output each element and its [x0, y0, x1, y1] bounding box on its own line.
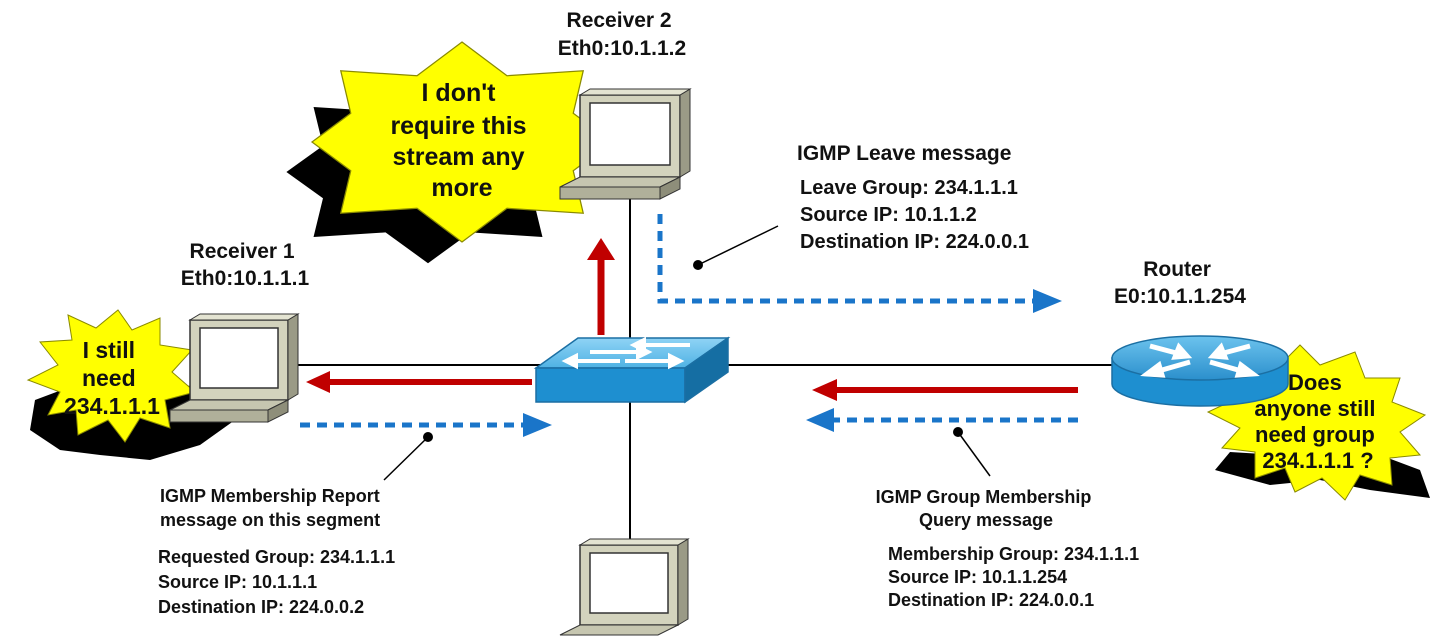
svg-text:Requested Group: 234.1.1.1: Requested Group: 234.1.1.1 Source IP: 10… — [158, 547, 400, 617]
receiver1-label: Receiver 1 Eth0:10.1.1.1 — [181, 240, 310, 290]
receiver2-bubble-line-4: more — [431, 174, 492, 202]
svg-text:Receiver 2 Eth0:10.1.1.2: Receiver 2 Eth0:10.1.1.2 — [558, 9, 686, 60]
leave-message-arrow — [657, 214, 1035, 304]
router-label: Router E0:10.1.1.254 — [1114, 258, 1246, 308]
leave-line-3: Destination IP: 224.0.0.1 — [800, 231, 1029, 253]
receiver1-bubble-line-2: need — [82, 365, 136, 391]
leave-title: IGMP Leave message — [797, 142, 1011, 165]
router-bubble-line-3: need group — [1255, 422, 1375, 447]
svg-text:Membership Group: 234.1.1.1: Membership Group: 234.1.1.1 Source IP: 1… — [888, 544, 1144, 610]
router-icon — [1111, 335, 1289, 407]
receiver2-name: Receiver 2 — [567, 9, 672, 32]
svg-text:IGMP Membership Report m: IGMP Membership Report message on this s… — [160, 486, 385, 530]
query-line-1: Membership Group: 234.1.1.1 — [888, 544, 1139, 564]
report-line-3: Destination IP: 224.0.0.2 — [158, 597, 364, 617]
leave-line-2: Source IP: 10.1.1.2 — [800, 204, 977, 226]
report-title-2: message on this segment — [160, 510, 380, 530]
svg-text:Receiver 1 Eth0:10.1.1.1: Receiver 1 Eth0:10.1.1.1 — [181, 240, 310, 290]
router-address: E0:10.1.1.254 — [1114, 285, 1246, 308]
svg-text:Does anyone still: Does anyone still need group 234.1.1.1 ? — [1254, 370, 1381, 473]
receiver2-speech-bubble: I don't require this stream any more — [286, 41, 614, 264]
svg-text:Leave Group: 234.1.1.1 S: Leave Group: 234.1.1.1 Source IP: 10.1.1… — [800, 177, 1029, 253]
receiver2-bubble-line-3: stream any — [393, 143, 525, 171]
callout-pointers — [383, 225, 991, 481]
report-line-2: Source IP: 10.1.1.1 — [158, 572, 317, 592]
svg-text:Router E0:10.1.1.254: Router E0:10.1.1.254 — [1114, 258, 1246, 308]
svg-text:IGMP Leave message: IGMP Leave message — [797, 142, 1011, 165]
svg-text:I don't require this: I don't require this stream any more — [390, 79, 533, 202]
receiver2-address: Eth0:10.1.1.2 — [558, 37, 686, 60]
report-message-label: IGMP Membership Report message on this s… — [158, 486, 400, 617]
receiver2-pc-icon — [559, 88, 692, 200]
multicast-stream-arrows — [306, 238, 1078, 401]
router-name: Router — [1143, 258, 1211, 281]
report-title-1: IGMP Membership Report — [160, 486, 380, 506]
receiver2-bubble-line-2: require this — [390, 112, 526, 140]
leave-message-label: IGMP Leave message Leave Group: 234.1.1.… — [797, 142, 1029, 253]
receiver1-speech-bubble: I still need 234.1.1.1 — [26, 309, 235, 460]
receiver1-pc-icon — [169, 313, 300, 423]
leave-line-1: Leave Group: 234.1.1.1 — [800, 177, 1018, 199]
query-line-3: Destination IP: 224.0.0.1 — [888, 590, 1094, 610]
receiver1-bubble-line-1: I still — [83, 337, 135, 363]
svg-text:I still need 234.1: I still need 234.1.1.1 — [64, 337, 160, 419]
bottom-pc-icon — [559, 538, 690, 636]
report-line-1: Requested Group: 234.1.1.1 — [158, 547, 395, 567]
query-line-2: Source IP: 10.1.1.254 — [888, 567, 1067, 587]
receiver1-bubble-line-3: 234.1.1.1 — [64, 393, 160, 419]
query-title-1: IGMP Group Membership — [876, 487, 1092, 507]
receiver2-bubble — [310, 41, 614, 243]
switch-icon — [533, 336, 731, 404]
query-message-label: IGMP Group Membership Query message Memb… — [876, 487, 1144, 610]
router-bubble-line-4: 234.1.1.1 ? — [1262, 448, 1373, 473]
svg-text:IGMP Group Membership Qu: IGMP Group Membership Query message — [876, 487, 1097, 530]
igmp-message-arrows — [300, 214, 1078, 437]
receiver2-label: Receiver 2 Eth0:10.1.1.2 — [558, 9, 686, 60]
receiver1-address: Eth0:10.1.1.1 — [181, 267, 310, 290]
receiver1-bubble — [26, 309, 197, 443]
router-bubble-line-2: anyone still — [1254, 396, 1375, 421]
receiver2-bubble-line-1: I don't — [422, 79, 497, 107]
receiver1-name: Receiver 1 — [190, 240, 295, 263]
network-links — [290, 190, 1112, 542]
query-title-2: Query message — [919, 510, 1053, 530]
router-bubble-line-1: Does — [1288, 370, 1342, 395]
